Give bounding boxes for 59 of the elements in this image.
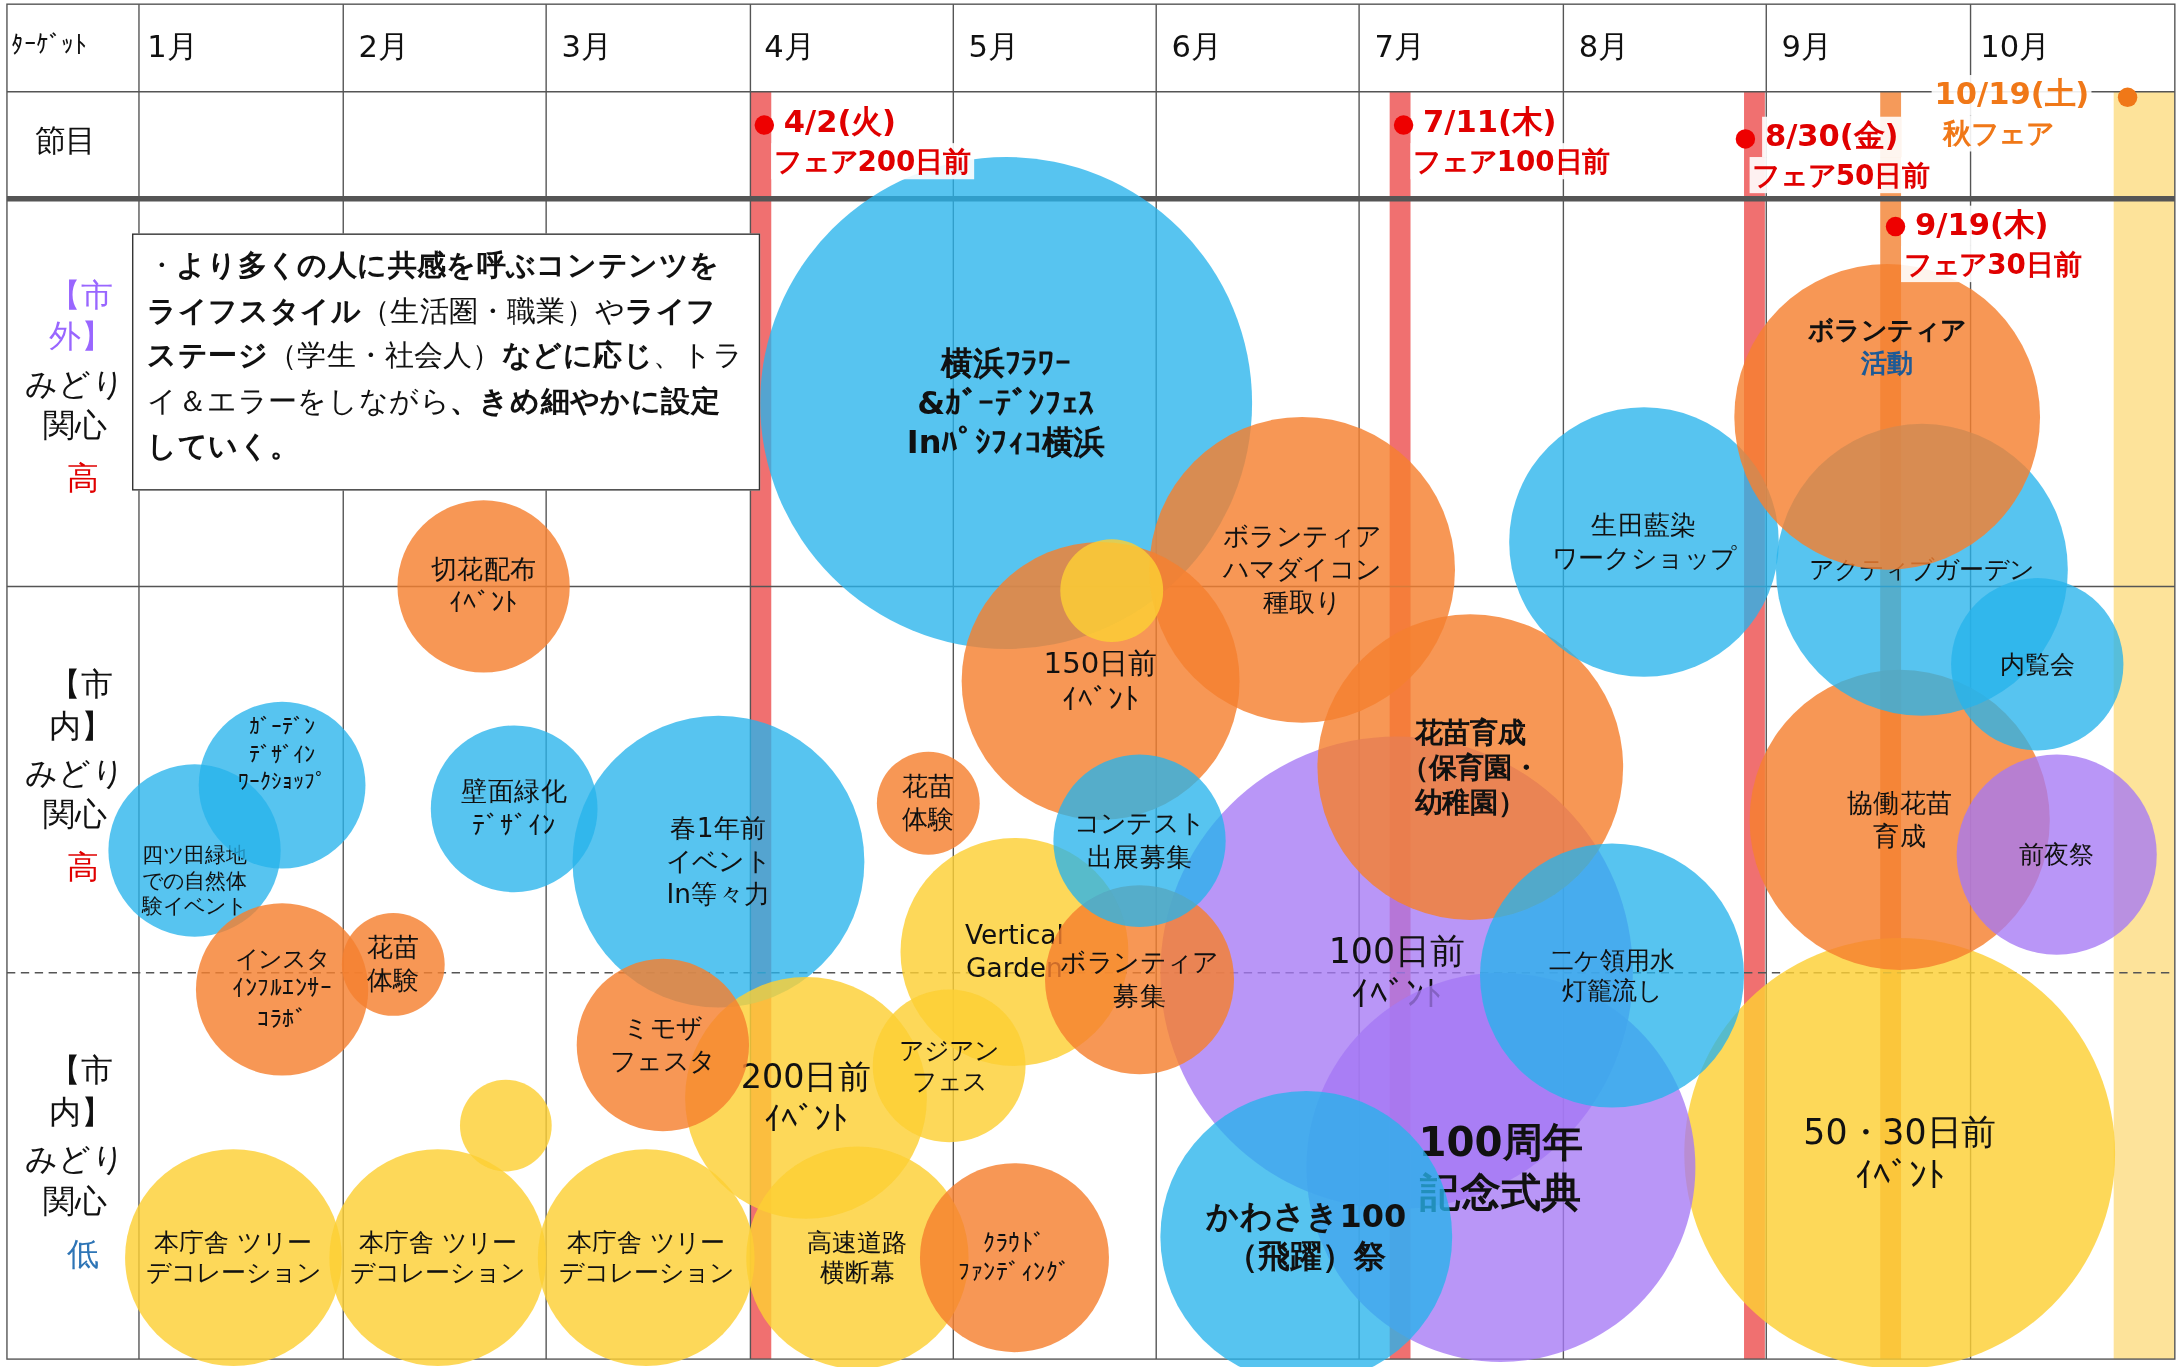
- bubble-label: 100周年記念式典: [1418, 1117, 1584, 1218]
- bubble-label: 前夜祭: [2019, 839, 2095, 871]
- month-label: 4月: [764, 28, 816, 66]
- bubble-label: 協働花苗育成: [1846, 786, 1953, 853]
- bubble-label: 花苗体験: [901, 770, 955, 836]
- bubble-label: ｸﾗｳﾄﾞﾌｧﾝﾃﾞｨﾝｸﾞ: [958, 1228, 1071, 1288]
- milestone-date: 8/30(金): [1762, 116, 1902, 157]
- header-label: ﾀｰｹﾞｯﾄ: [11, 28, 88, 61]
- bubble-label: 壁面緑化ﾃﾞｻﾞｲﾝ: [461, 775, 567, 842]
- bubble-label: ボランティアハマダイコン種取り: [1222, 520, 1382, 619]
- milestone-date: 10/19(土): [1931, 75, 2092, 115]
- month-label: 8月: [1578, 28, 1630, 66]
- bubble-label: ボランティア: [1807, 314, 1967, 347]
- bubble-label: かわさき100（飛躍）祭: [1206, 1197, 1407, 1277]
- bubble-label: ｶﾞｰﾃﾞﾝﾃﾞｻﾞｲﾝﾜｰｸｼｮｯﾌﾟ: [237, 712, 327, 797]
- row-label: 高: [66, 459, 101, 499]
- row-label: 高: [66, 848, 101, 888]
- month-label: 2月: [358, 28, 410, 66]
- row-label: 【市外】: [47, 275, 114, 357]
- callout-box: ・より多くの人に共感を呼ぶコンテンツをライフスタイル（生活圏・職業）やライフステージ（学生・社会人）などに応じ、トライ＆エラーをしながら、きめ細やかに設定していく。: [132, 233, 761, 491]
- bubble-label: 横浜ﾌﾗﾜｰ&ｶﾞｰﾃﾞﾝﾌｪｽInﾊﾟｼﾌｨｺ横浜: [906, 343, 1106, 463]
- row-label: 【市内】: [47, 1051, 114, 1132]
- header-label: 節目: [34, 122, 97, 161]
- bubble-label: 生田藍染ワークショップ: [1551, 508, 1737, 575]
- month-label: 9月: [1781, 28, 1833, 66]
- bubble-label: 高速道路横断幕: [807, 1226, 908, 1289]
- bubble-label: 活動: [1860, 347, 1914, 380]
- month-label: 10月: [1980, 28, 2051, 66]
- row-label: みどり関心: [24, 1139, 127, 1221]
- month-label: 6月: [1171, 28, 1223, 66]
- milestone-label: フェア200日前: [771, 143, 974, 180]
- month-label: 7月: [1374, 28, 1426, 66]
- milestone-label: フェア50日前: [1749, 157, 1933, 194]
- row-label: みどり関心: [24, 364, 127, 446]
- bubble-label: 切花配布ｲﾍﾞﾝﾄ: [430, 553, 537, 619]
- row-label: みどり関心: [24, 753, 127, 835]
- bubble-label: インスタｲﾝﾌﾙｴﾝｻｰｺﾗﾎﾞ: [232, 945, 333, 1034]
- month-label: 5月: [968, 28, 1020, 66]
- bubble-label: 200日前ｲﾍﾞﾝﾄ: [740, 1056, 872, 1140]
- month-label: 3月: [561, 28, 613, 66]
- bubble-label: 四ツ田緑地での自然体験イベント: [142, 841, 247, 921]
- milestone-label: フェア30日前: [1901, 245, 2085, 283]
- row-label: 【市内】: [47, 664, 114, 746]
- bubble-label: 花苗育成（保育園・幼稚園）: [1400, 715, 1540, 820]
- bubble-label: 花苗体験: [366, 931, 420, 997]
- bubble-label: 150日前ｲﾍﾞﾝﾄ: [1043, 644, 1158, 718]
- bubble-label: ミモザフェスタ: [610, 1012, 716, 1078]
- row-label: 低: [66, 1234, 101, 1274]
- bubble-label: コンテスト出展募集: [1073, 807, 1206, 874]
- bubble-label: アジアンフェス: [899, 1034, 1000, 1098]
- bubble-label: 二ケ領用水灯籠流し: [1549, 944, 1675, 1007]
- bubble-label: 100日前ｲﾍﾞﾝﾄ: [1328, 929, 1465, 1017]
- bubble-label: 本庁舎 ツリーデコレーション: [558, 1226, 734, 1289]
- bubble-label: 本庁舎 ツリーデコレーション: [145, 1226, 321, 1289]
- bubble-label: 50・30日前ｲﾍﾞﾝﾄ: [1803, 1110, 1996, 1197]
- month-label: 1月: [147, 28, 199, 66]
- bubble-label: 本庁舎 ツリーデコレーション: [350, 1226, 526, 1289]
- bubble-label: 春1年前イベントIn等々力: [665, 812, 772, 911]
- bubble-label: 内覧会: [1999, 648, 2075, 680]
